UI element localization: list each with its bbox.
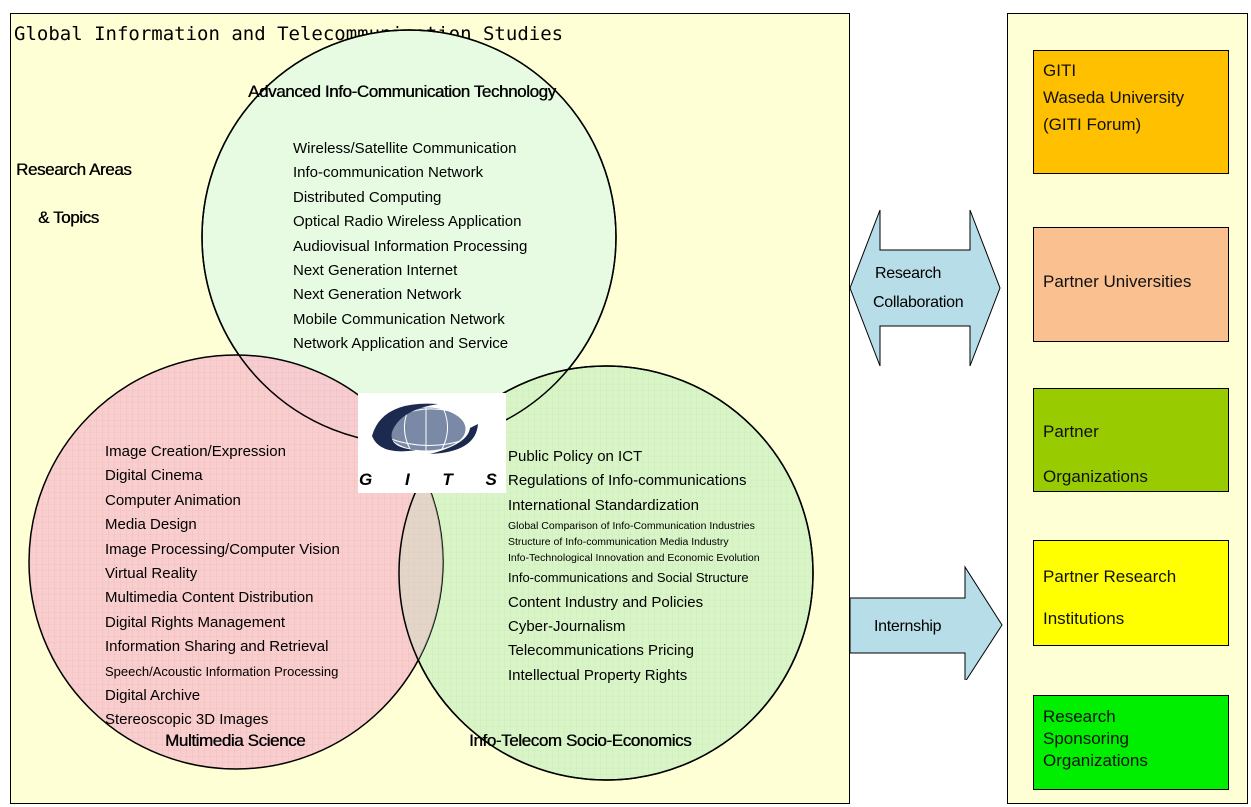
partner-box-sponsoring: Research Sponsoring Organizations	[1033, 695, 1229, 790]
list-item: Virtual Reality	[105, 565, 198, 583]
partner-box-organizations: Partner Organizations	[1033, 388, 1229, 492]
partner-box-line: Partner Universities	[1043, 272, 1192, 291]
collaboration-double-arrow	[849, 209, 1001, 367]
list-item: Public Policy on ICT	[508, 448, 643, 465]
advanced-topic-list: Wireless/Satellite Communication Info-co…	[293, 137, 527, 357]
list-item: Digital Rights Management	[105, 613, 286, 631]
list-item: Media Design	[105, 516, 197, 534]
internship-label: Internship	[874, 618, 942, 635]
list-item: Image Creation/Expression	[105, 443, 286, 460]
partner-box-line: Institutions	[1043, 609, 1125, 628]
list-item: Telecommunications Pricing	[508, 642, 694, 660]
list-item: Next Generation Network	[293, 286, 462, 304]
partner-box-line: Partner	[1043, 422, 1099, 441]
list-item: Info-communication Network	[293, 164, 484, 182]
logo-text: G I T S	[359, 470, 511, 489]
partner-box-line: GITI	[1043, 61, 1077, 80]
list-item: Stereoscopic 3D Images	[105, 711, 269, 729]
list-item: Digital Archive	[105, 687, 201, 705]
list-item: Multimedia Content Distribution	[105, 589, 314, 607]
list-item: Regulations of Info-communications	[508, 472, 747, 490]
list-item: Global Comparison of Info-Communication …	[508, 520, 755, 533]
list-item: Content Industry and Policies	[508, 593, 704, 611]
arrows-layer	[849, 209, 1003, 680]
list-item: Computer Animation	[105, 491, 241, 509]
research-areas-label: Research Areas	[16, 160, 132, 179]
list-item: Image Processing/Computer Vision	[105, 540, 340, 558]
list-item: Info-communications and Social Structure	[508, 570, 749, 586]
internship-arrow	[849, 565, 1003, 680]
list-item: Network Application and Service	[293, 335, 509, 353]
collaboration-label-2: Collaboration	[873, 294, 964, 311]
list-item: Cyber-Journalism	[508, 618, 626, 636]
partner-box-line: Organizations	[1043, 751, 1148, 770]
list-item: Wireless/Satellite Communication	[293, 140, 517, 157]
partner-box-line: (GITI Forum)	[1043, 115, 1142, 134]
gits-logo-icon	[372, 403, 478, 454]
list-item: Structure of Info-communication Media In…	[508, 536, 729, 549]
list-item: Next Generation Internet	[293, 262, 458, 280]
topics-label: & Topics	[38, 208, 99, 227]
multimedia-title: Multimedia Science	[165, 731, 306, 750]
list-item: Optical Radio Wireless Application	[293, 213, 522, 231]
partner-box-universities: Partner Universities	[1033, 227, 1229, 342]
partner-box-line: Organizations	[1043, 467, 1148, 486]
partner-box-line: Partner Research	[1043, 567, 1177, 586]
list-item: Digital Cinema	[105, 467, 203, 485]
list-item: Mobile Communication Network	[293, 310, 505, 328]
socio-title: Info-Telecom Socio-Economics	[469, 731, 692, 750]
advanced-title: Advanced Info-Communication Technology	[248, 82, 556, 101]
socio-topic-list: Public Policy on ICT Regulations of Info…	[508, 445, 760, 688]
list-item: Distributed Computing	[293, 188, 442, 206]
list-item: Information Sharing and Retrieval	[105, 638, 329, 656]
partner-box-institutions: Partner Research Institutions	[1033, 540, 1229, 646]
list-item: Info-Technological Innovation and Econom…	[508, 552, 760, 565]
partner-box-giti: GITI Waseda University (GITI Forum)	[1033, 50, 1229, 174]
list-item: Speech/Acoustic Information Processing	[105, 663, 339, 679]
partner-box-line: Research	[1043, 707, 1116, 726]
list-item: International Standardization	[508, 496, 699, 514]
list-item: Audiovisual Information Processing	[293, 237, 528, 255]
circle-socio-outline	[398, 365, 814, 781]
partner-box-line: Sponsoring	[1043, 729, 1130, 748]
partner-box-line: Waseda University	[1043, 88, 1185, 107]
list-item: Intellectual Property Rights	[508, 666, 688, 684]
multimedia-topic-list: Image Creation/Expression Digital Cinema…	[105, 440, 340, 733]
collaboration-label-1: Research	[875, 265, 942, 282]
